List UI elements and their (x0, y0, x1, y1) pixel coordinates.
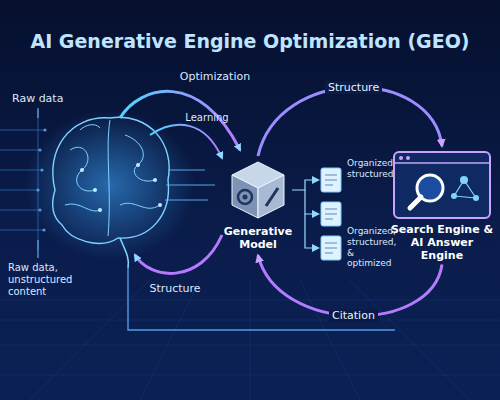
search-window-icon (392, 150, 492, 220)
search-engine-node: Search Engine & AI Answer Engine (388, 150, 496, 263)
edge-label: Structure (325, 81, 382, 94)
edge-label: Citation (329, 309, 378, 322)
generative-model-node: Generative Model (218, 158, 298, 251)
flow-arrow (258, 87, 442, 156)
cube-icon (226, 158, 290, 222)
text-label: Optimization (170, 70, 260, 83)
node-label: Generative Model (218, 225, 298, 251)
text-label: Organized, structured, & optimized (347, 226, 391, 269)
node-label: Search Engine & AI Answer Engine (388, 223, 496, 263)
text-label: Structure (140, 282, 210, 295)
text-label: Organized, structured (347, 158, 391, 180)
text-label: Raw data (12, 92, 82, 105)
text-label: Raw data, unstructured content (8, 262, 92, 298)
diagram-title: AI Generative Engine Optimization (GEO) (0, 30, 500, 52)
text-label: Learning (172, 112, 242, 124)
